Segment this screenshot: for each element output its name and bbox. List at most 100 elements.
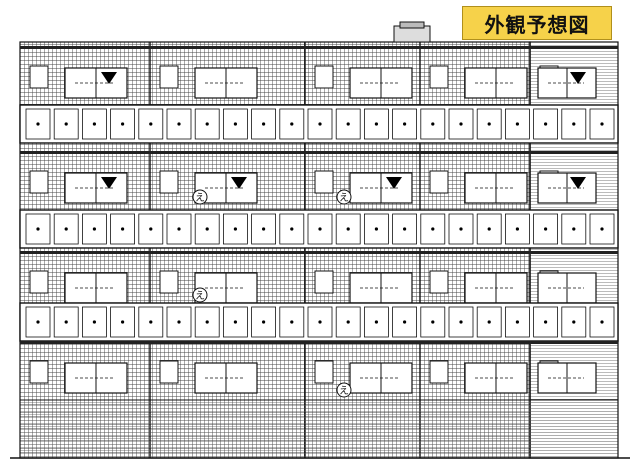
panel-fixing-dot	[149, 122, 153, 126]
panel-fixing-dot	[262, 320, 266, 324]
sunshade-marker	[101, 72, 117, 84]
floor-slab	[20, 151, 618, 154]
railing-glass-panel	[251, 108, 277, 140]
sunshade-marker	[570, 177, 586, 189]
panel-fixing-dot	[459, 320, 463, 324]
panel-fixing-dot	[572, 227, 576, 231]
panel-fixing-dot	[92, 122, 96, 126]
panel-fixing-dot	[544, 320, 548, 324]
small-window	[159, 360, 179, 384]
small-window	[159, 65, 179, 89]
panel-fixing-dot	[121, 122, 125, 126]
panel-fixing-dot	[374, 122, 378, 126]
panel-fixing-dot	[92, 227, 96, 231]
panel-fixing-dot	[431, 320, 435, 324]
panel-fixing-dot	[318, 320, 322, 324]
railing-glass-panel	[53, 108, 79, 140]
floor-slab	[20, 251, 618, 254]
panel-fixing-dot	[544, 227, 548, 231]
panel-fixing-dot	[459, 122, 463, 126]
panel-fixing-dot	[487, 227, 491, 231]
panel-fixing-dot	[431, 227, 435, 231]
small-window	[159, 270, 179, 294]
small-window	[429, 170, 449, 194]
panel-fixing-dot	[177, 227, 181, 231]
floor-slab	[20, 46, 618, 49]
panel-fixing-dot	[290, 122, 294, 126]
sunshade-marker	[570, 72, 586, 84]
panel-fixing-dot	[374, 320, 378, 324]
mark-circle	[192, 287, 208, 303]
panel-fixing-dot	[36, 122, 40, 126]
panel-fixing-dot	[515, 227, 520, 231]
railing-glass-panel	[335, 108, 361, 140]
small-window	[429, 270, 449, 294]
railing-glass-panel	[476, 108, 502, 140]
floor-slab	[20, 341, 618, 344]
mark-text: え	[339, 385, 349, 397]
panel-fixing-dot	[572, 320, 576, 324]
small-window	[429, 65, 449, 89]
mark-text: え	[195, 192, 205, 204]
panel-fixing-dot	[92, 320, 96, 324]
panel-fixing-dot	[121, 227, 125, 231]
railing-glass-panel	[251, 306, 277, 338]
panel-fixing-dot	[149, 227, 153, 231]
railing-glass-panel	[166, 306, 192, 338]
sunshade-marker	[101, 177, 117, 189]
panel-fixing-dot	[346, 320, 350, 324]
circled-mark: え	[336, 189, 352, 205]
small-window	[314, 270, 334, 294]
panel-fixing-dot	[487, 122, 491, 126]
panel-fixing-dot	[600, 122, 604, 126]
panel-fixing-dot	[262, 122, 266, 126]
mark-circle	[336, 189, 352, 205]
small-window	[159, 170, 179, 194]
panel-fixing-dot	[600, 227, 604, 231]
railing-glass-panel	[307, 213, 333, 245]
railing-glass-panel	[533, 108, 558, 140]
panel-fixing-dot	[233, 227, 237, 231]
panel-fixing-dot	[487, 320, 491, 324]
railing-glass-panel	[25, 108, 51, 140]
circled-mark: え	[192, 189, 208, 205]
panel-fixing-dot	[64, 122, 68, 126]
circled-mark: え	[336, 382, 352, 398]
panel-fixing-dot	[459, 227, 463, 231]
small-window	[29, 270, 49, 294]
small-window	[29, 170, 49, 194]
mark-circle	[336, 382, 352, 398]
panel-fixing-dot	[600, 320, 604, 324]
panel-fixing-dot	[233, 122, 237, 126]
panel-fixing-dot	[36, 227, 40, 231]
panel-fixing-dot	[318, 122, 322, 126]
panel-fixing-dot	[403, 320, 407, 324]
panel-fixing-dot	[262, 227, 266, 231]
small-window	[29, 65, 49, 89]
small-window	[429, 360, 449, 384]
panel-fixing-dot	[290, 227, 294, 231]
mark-text: え	[195, 290, 205, 302]
panel-fixing-dot	[544, 122, 548, 126]
panel-fixing-dot	[64, 320, 68, 324]
mark-text: え	[339, 192, 349, 204]
panel-fixing-dot	[205, 227, 209, 231]
panel-fixing-dot	[374, 227, 378, 231]
small-window	[29, 360, 49, 384]
panel-fixing-dot	[177, 122, 181, 126]
panel-fixing-dot	[318, 227, 322, 231]
panel-fixing-dot	[346, 122, 350, 126]
sunshade-marker	[386, 177, 402, 189]
panel-fixing-dot	[64, 227, 68, 231]
panel-fixing-dot	[205, 122, 209, 126]
panel-fixing-dot	[403, 122, 407, 126]
railing-glass-panel	[533, 306, 558, 338]
panel-fixing-dot	[149, 320, 153, 324]
panel-fixing-dot	[205, 320, 209, 324]
ground-floor-base	[19, 399, 619, 459]
panel-fixing-dot	[177, 320, 181, 324]
panel-fixing-dot	[290, 320, 294, 324]
small-window	[314, 170, 334, 194]
sunshade-marker	[231, 177, 247, 189]
